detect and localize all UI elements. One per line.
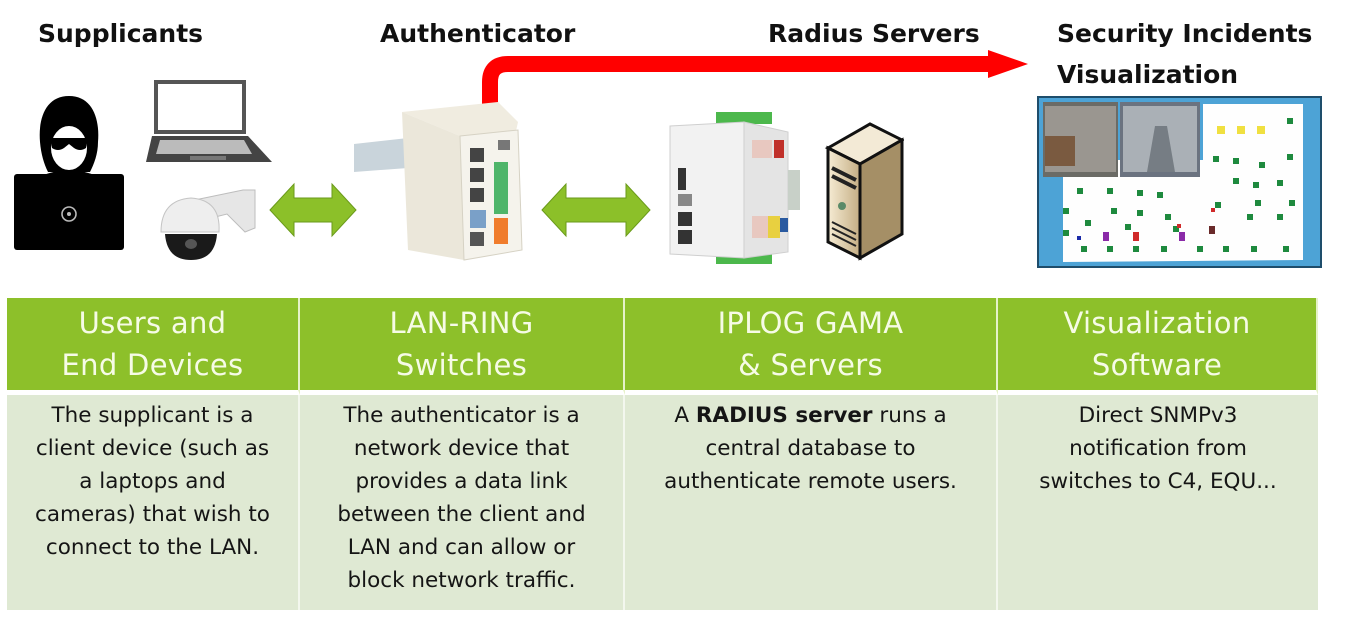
header-users-end-devices: Users and End Devices: [7, 298, 300, 395]
dome-camera-icon: [160, 189, 256, 260]
cell-supplicant-description: The supplicant is a client device (such …: [7, 395, 300, 610]
bidirectional-arrow-icon: [269, 182, 357, 238]
stage-title-supplicants: Supplicants: [38, 19, 204, 48]
stage-title-authenticator: Authenticator: [380, 19, 576, 48]
cell-authenticator-description: The authenticator is a network device th…: [300, 395, 625, 610]
radius-rest: runs a central database to authenticate …: [664, 403, 957, 494]
floor-plan-visualization-screenshot: [1037, 96, 1322, 268]
server-tower-icon: [824, 122, 904, 261]
red-flow-arrow: [482, 50, 1028, 106]
cell-radius-description: A RADIUS server runs a central database …: [625, 395, 998, 610]
component-table: Users and End Devices LAN-RING Switches …: [7, 298, 1318, 610]
stage-title-radius-servers: Radius Servers: [768, 19, 980, 48]
iplog-gama-device: [669, 112, 800, 264]
radius-server-term: RADIUS server: [695, 403, 873, 428]
laptop-icon: [146, 80, 272, 162]
radius-prefix: A: [674, 403, 696, 428]
hacker-at-laptop-icon: [14, 96, 124, 250]
header-lan-ring-switches: LAN-RING Switches: [300, 298, 625, 395]
cell-visualization-description: Direct SNMPv3 notification from switches…: [998, 395, 1318, 610]
stage-title-security-incidents: Security Incidents: [1057, 19, 1313, 48]
lan-ring-switch-device: [354, 102, 523, 261]
stage-title-visualization: Visualization: [1057, 60, 1239, 89]
bidirectional-arrow-icon: [541, 182, 651, 238]
header-iplog-gama-servers: IPLOG GAMA & Servers: [625, 298, 998, 395]
header-visualization-software: Visualization Software: [998, 298, 1318, 395]
